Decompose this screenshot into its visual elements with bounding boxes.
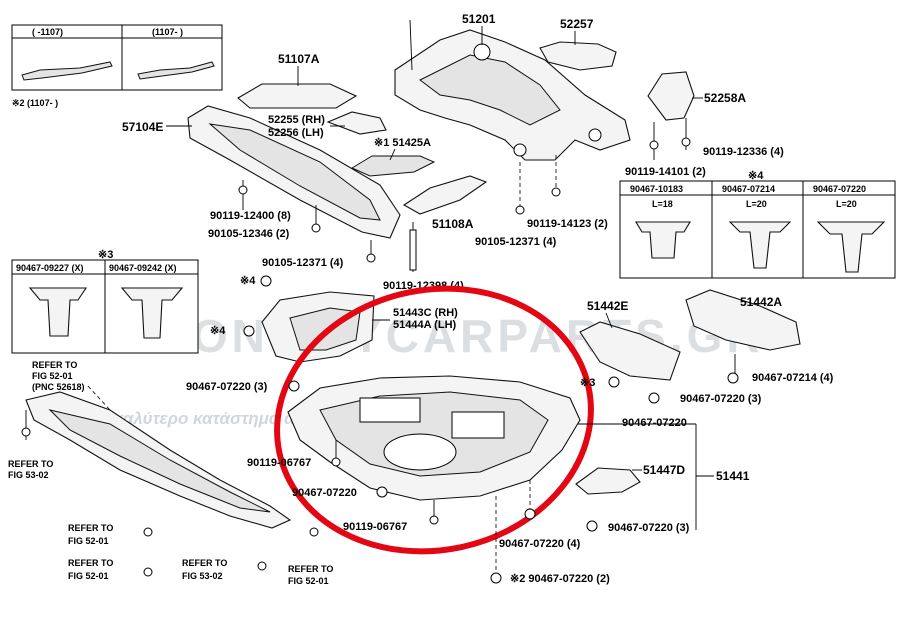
label-90467-07220-a: 90467-07220 (3)	[186, 381, 268, 393]
label-90467-07220-f: 90467-07220 (4)	[499, 538, 581, 550]
refer2-line2: FIG 53-02	[8, 470, 49, 480]
highlight-circle	[274, 285, 594, 555]
refer1-line1: REFER TO	[32, 360, 77, 370]
label-51442e: 51442E	[587, 299, 628, 313]
label-90467-07214: 90467-07214 (4)	[752, 372, 834, 384]
label-90467-07220-g: ※2 90467-07220 (2)	[510, 573, 610, 585]
label-51107a: 51107A	[278, 52, 320, 66]
label-51201: 51201	[462, 12, 496, 26]
marker-x4-b: ※4	[210, 325, 226, 337]
bracket-late-shape	[137, 61, 215, 80]
part-52257	[539, 41, 617, 71]
label-51441: 51441	[716, 469, 750, 483]
marker-x4-a: ※4	[240, 275, 256, 287]
label-52256: 52256 (LH)	[268, 127, 324, 139]
label-90119-12400: 90119-12400 (8)	[210, 210, 291, 222]
marker-x3: ※3	[580, 377, 595, 389]
refer1-line2: FIG 52-01	[32, 371, 73, 381]
bracket-early-shape	[21, 61, 113, 81]
inset-col2-label: (1107- )	[152, 27, 183, 37]
label-90467-07220-e: 90467-07220 (3)	[608, 522, 690, 534]
label-90119-14101: 90119-14101 (2)	[625, 166, 706, 178]
label-90105-12371-b: 90105-12371 (4)	[475, 236, 557, 248]
label-52257: 52257	[560, 17, 594, 31]
part-51447d	[575, 467, 641, 495]
refer5-line1: REFER TO	[182, 558, 227, 568]
label-51443c: 51443C (RH)	[393, 307, 458, 319]
label-90119-06767-b: 90119-06767	[343, 521, 407, 533]
refer1-line3: (PNC 52618)	[32, 382, 85, 392]
inset-col1-label: ( -1107)	[32, 27, 63, 37]
refer2-line1: REFER TO	[8, 459, 53, 469]
clip-4-header-1: 90467-10183	[630, 184, 683, 194]
refer6-line2: FIG 52-01	[288, 576, 329, 586]
part-52255	[326, 111, 387, 135]
subframe-51201	[394, 19, 631, 161]
label-90467-07220-c: 90467-07220	[622, 417, 687, 429]
clip-4-length-2: L=20	[746, 199, 767, 209]
clip-3-header-1: 90467-09227 (X)	[16, 263, 84, 273]
clip-09227-icon	[28, 287, 88, 337]
clip-3-header-2: 90467-09242 (X)	[109, 263, 177, 273]
label-51444a: 51444A (LH)	[393, 319, 457, 331]
clip-4-length-3: L=20	[836, 199, 857, 209]
refer4-line2: FIG 52-01	[68, 571, 109, 581]
part-51425a	[350, 155, 436, 177]
label-90467-07220-b: 90467-07220 (3)	[680, 393, 762, 405]
label-57104e: 57104E	[122, 120, 163, 134]
clip-07220-icon	[816, 221, 886, 273]
refer6-line1: REFER TO	[288, 564, 333, 574]
label-90119-06767-a: 90119-06767	[247, 457, 311, 469]
refer3-line1: REFER TO	[68, 523, 113, 533]
part-52258a	[647, 71, 695, 121]
inset-note: ※2 (1107- )	[12, 98, 58, 108]
part-51442e	[579, 321, 681, 381]
part-51108a	[402, 175, 488, 215]
clip-07214-icon	[728, 221, 792, 269]
refer4-line1: REFER TO	[68, 558, 113, 568]
label-90119-14123: 90119-14123 (2)	[527, 218, 608, 230]
clip-table-3-marker: ※3	[98, 249, 113, 261]
label-51108a: 51108A	[432, 217, 474, 231]
clip-table-4: ※4 90467-10183 90467-07214 90467-07220 L…	[619, 170, 896, 279]
refer3-line2: FIG 52-01	[68, 536, 109, 546]
label-51447d: 51447D	[643, 463, 685, 477]
refer5-line2: FIG 53-02	[182, 571, 223, 581]
clip-table-3: ※3 90467-09227 (X) 90467-09242 (X)	[11, 249, 199, 354]
label-90119-12336: 90119-12336 (4)	[703, 146, 784, 158]
label-90105-12371-a: 90105-12371 (4)	[262, 257, 344, 269]
clip-4-length-1: L=18	[652, 199, 673, 209]
inset-years-box: ( -1107) (1107- ) ※2 (1107- )	[11, 24, 223, 108]
label-90467-07220-d: 90467-07220	[292, 487, 357, 499]
clip-09242-icon	[120, 287, 184, 339]
part-51442a	[685, 289, 801, 351]
label-51442a: 51442A	[740, 295, 782, 309]
label-52255: 52255 (RH)	[268, 114, 325, 126]
clip-10183-icon	[635, 221, 691, 259]
label-52258a: 52258A	[704, 91, 746, 105]
label-51425a: ※1 51425A	[374, 137, 431, 149]
clip-table-4-marker: ※4	[748, 170, 764, 182]
part-51107a	[237, 83, 358, 109]
label-90105-12346: 90105-12346 (2)	[208, 228, 290, 240]
clip-4-header-3: 90467-07220	[813, 184, 866, 194]
clip-4-header-2: 90467-07214	[722, 184, 775, 194]
